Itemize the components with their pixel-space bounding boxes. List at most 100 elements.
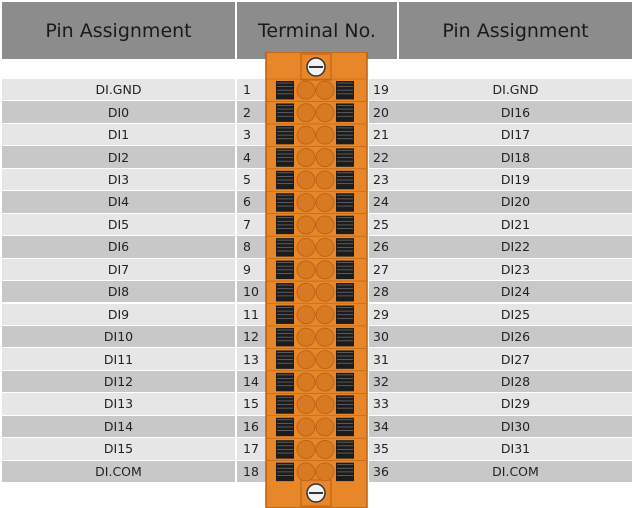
header-pin-assignment-left: Pin Assignment xyxy=(2,2,235,59)
pin-label-left: DI8 xyxy=(2,281,235,303)
pin-label-left: DI.GND xyxy=(2,79,235,101)
release-pad xyxy=(296,282,316,302)
terminal-number-left: 15 xyxy=(237,393,269,415)
release-pad xyxy=(315,282,335,302)
terminal-number-right: 29 xyxy=(369,303,401,325)
pin-label-left: DI14 xyxy=(2,415,235,438)
release-pad xyxy=(296,462,316,482)
release-pad xyxy=(315,125,335,145)
pin-label-right: DI31 xyxy=(399,438,632,460)
pin-label-right: DI25 xyxy=(399,303,632,325)
pin-label-left: DI11 xyxy=(2,348,235,370)
release-pad xyxy=(315,260,335,280)
pin-label-right: DI20 xyxy=(399,191,632,213)
pin-label-right: DI.COM xyxy=(399,460,632,483)
release-pad xyxy=(296,327,316,347)
release-pad xyxy=(296,305,316,325)
terminal-number-right: 33 xyxy=(369,393,401,415)
terminal-number-left: 13 xyxy=(237,348,269,370)
pin-label-right: DI18 xyxy=(399,146,632,168)
terminal-number-left: 8 xyxy=(237,236,269,258)
terminal-block-connector xyxy=(264,52,369,508)
pin-label-right: DI19 xyxy=(399,168,632,191)
release-pad xyxy=(296,80,316,100)
terminal-number-right: 35 xyxy=(369,438,401,460)
pin-label-right: DI27 xyxy=(399,348,632,370)
pin-label-right: DI26 xyxy=(399,325,632,348)
pin-label-right: DI16 xyxy=(399,101,632,123)
terminal-number-left: 3 xyxy=(237,123,269,146)
release-pad xyxy=(296,395,316,414)
terminal-number-right: 19 xyxy=(369,79,401,101)
terminal-number-right: 22 xyxy=(369,146,401,168)
pin-label-right: DI.GND xyxy=(399,79,632,101)
pin-label-left: DI0 xyxy=(2,101,235,123)
release-pad xyxy=(315,462,335,482)
terminal-number-right: 36 xyxy=(369,460,401,483)
header-terminal-no: Terminal No. xyxy=(237,2,397,59)
release-pad xyxy=(296,237,316,257)
release-pad xyxy=(315,305,335,325)
release-pad xyxy=(315,440,335,459)
release-pad xyxy=(315,350,335,370)
terminal-number-right: 28 xyxy=(369,281,401,303)
terminal-number-right: 34 xyxy=(369,415,401,438)
terminal-number-right: 30 xyxy=(369,325,401,348)
release-pad xyxy=(315,417,335,437)
release-pad xyxy=(296,170,316,190)
release-pad xyxy=(315,80,335,100)
terminal-number-left: 14 xyxy=(237,370,269,393)
release-pad xyxy=(296,148,316,167)
release-pad xyxy=(315,193,335,212)
pin-label-left: DI4 xyxy=(2,191,235,213)
pin-label-right: DI24 xyxy=(399,281,632,303)
release-pad xyxy=(296,193,316,212)
pin-label-left: DI12 xyxy=(2,370,235,393)
pin-label-left: DI.COM xyxy=(2,460,235,483)
release-pad xyxy=(315,372,335,392)
terminal-number-right: 24 xyxy=(369,191,401,213)
terminal-number-right: 23 xyxy=(369,168,401,191)
release-pad xyxy=(315,103,335,123)
pin-label-left: DI3 xyxy=(2,168,235,191)
release-pad xyxy=(315,148,335,167)
terminal-number-left: 18 xyxy=(237,460,269,483)
terminal-number-right: 20 xyxy=(369,101,401,123)
release-pad xyxy=(315,327,335,347)
terminal-number-left: 5 xyxy=(237,168,269,191)
terminal-number-left: 7 xyxy=(237,213,269,236)
pin-label-left: DI7 xyxy=(2,258,235,280)
pin-label-left: DI5 xyxy=(2,213,235,236)
release-pad xyxy=(296,350,316,370)
release-pad xyxy=(315,170,335,190)
pin-label-right: DI29 xyxy=(399,393,632,415)
terminal-number-left: 6 xyxy=(237,191,269,213)
terminal-number-left: 12 xyxy=(237,325,269,348)
terminal-number-right: 21 xyxy=(369,123,401,146)
release-pad xyxy=(296,372,316,392)
pin-label-left: DI9 xyxy=(2,303,235,325)
terminal-number-left: 4 xyxy=(237,146,269,168)
terminal-number-left: 10 xyxy=(237,281,269,303)
terminal-number-left: 11 xyxy=(237,303,269,325)
terminal-number-left: 16 xyxy=(237,415,269,438)
pin-label-left: DI1 xyxy=(2,123,235,146)
terminal-number-right: 32 xyxy=(369,370,401,393)
pin-label-right: DI17 xyxy=(399,123,632,146)
header-pin-assignment-right: Pin Assignment xyxy=(399,2,632,59)
release-pad xyxy=(296,417,316,437)
release-pad xyxy=(296,440,316,459)
release-pad xyxy=(315,395,335,414)
pin-label-left: DI2 xyxy=(2,146,235,168)
pin-label-right: DI23 xyxy=(399,258,632,280)
terminal-number-left: 1 xyxy=(237,79,269,101)
pin-label-left: DI13 xyxy=(2,393,235,415)
terminal-number-left: 9 xyxy=(237,258,269,280)
release-pad xyxy=(296,215,316,235)
pin-label-left: DI15 xyxy=(2,438,235,460)
pin-label-left: DI6 xyxy=(2,236,235,258)
release-pad xyxy=(296,103,316,123)
terminal-number-right: 27 xyxy=(369,258,401,280)
terminal-number-right: 31 xyxy=(369,348,401,370)
terminal-number-right: 26 xyxy=(369,236,401,258)
